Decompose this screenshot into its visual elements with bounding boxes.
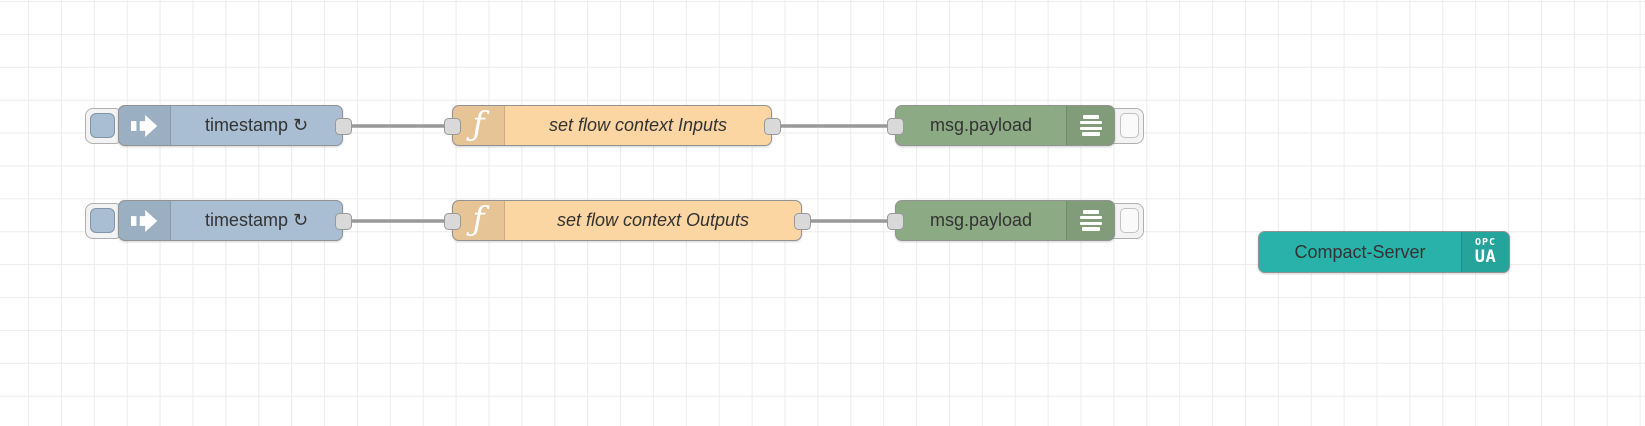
inject-icon-region (119, 201, 171, 240)
node-label: timestamp ↻ (204, 115, 309, 135)
port-inject1-output[interactable] (334, 117, 352, 135)
debug-toggle-button-inner (1120, 207, 1139, 233)
debug-list-lines-icon (1079, 210, 1102, 231)
node-label: msg.payload (929, 210, 1033, 230)
function-f-icon: ƒ (472, 104, 485, 143)
node-inject-2[interactable]: timestamp ↻ (118, 200, 343, 241)
debug-icon-region (1066, 106, 1114, 145)
port-function2-input[interactable] (443, 212, 461, 230)
node-label: timestamp ↻ (204, 210, 309, 230)
node-inject-1[interactable]: timestamp ↻ (118, 105, 343, 146)
inject-trigger-button-inner (90, 207, 115, 233)
function-icon-region: ƒ (453, 106, 505, 145)
opcua-badge-line1: OPC (1474, 237, 1497, 248)
port-debug1-input[interactable] (886, 117, 904, 135)
inject-trigger-button[interactable] (85, 107, 123, 144)
port-debug2-input[interactable] (886, 212, 904, 230)
node-label: set flow context Inputs (548, 115, 728, 135)
node-function-2[interactable]: ƒ set flow context Outputs (452, 200, 802, 241)
port-function2-output[interactable] (793, 212, 811, 230)
node-debug-1[interactable]: msg.payload (895, 105, 1115, 146)
port-function1-input[interactable] (443, 117, 461, 135)
inject-trigger-button-inner (90, 112, 115, 138)
opcua-badge-line2: UA (1474, 247, 1497, 267)
function-icon-region: ƒ (453, 201, 505, 240)
function-f-icon: ƒ (472, 199, 485, 238)
inject-arrow-icon (130, 209, 157, 232)
debug-toggle-button-inner (1120, 112, 1139, 138)
node-debug-2[interactable]: msg.payload (895, 200, 1115, 241)
opcua-badge-icon: OPC UA (1461, 232, 1509, 272)
inject-trigger-button[interactable] (85, 202, 123, 239)
node-opcua-compact-server[interactable]: Compact-Server OPC UA (1258, 231, 1510, 273)
port-function1-output[interactable] (763, 117, 781, 135)
node-label: Compact-Server (1294, 241, 1426, 262)
node-label: msg.payload (929, 115, 1033, 135)
node-function-1[interactable]: ƒ set flow context Inputs (452, 105, 772, 146)
debug-list-lines-icon (1079, 115, 1102, 136)
inject-icon-region (119, 106, 171, 145)
port-inject2-output[interactable] (334, 212, 352, 230)
inject-arrow-icon (130, 114, 157, 137)
debug-icon-region (1066, 201, 1114, 240)
node-label: set flow context Outputs (556, 210, 750, 230)
